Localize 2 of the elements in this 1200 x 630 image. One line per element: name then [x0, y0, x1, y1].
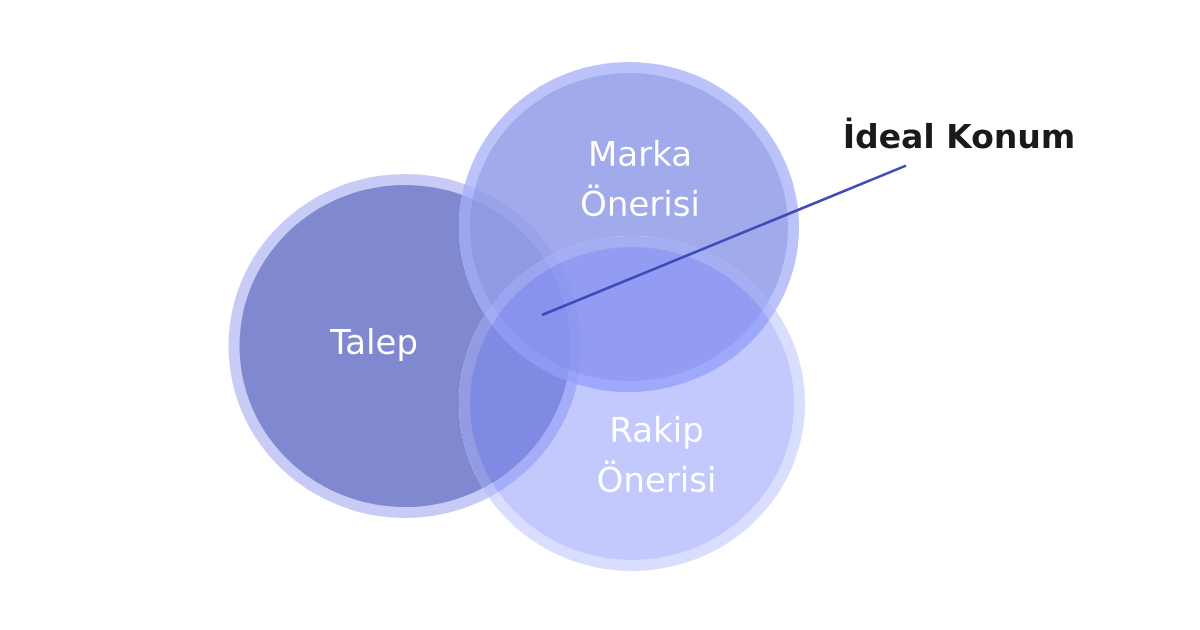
callout-label: İdeal Konum: [845, 117, 1073, 149]
leader-line: [541, 164, 907, 317]
